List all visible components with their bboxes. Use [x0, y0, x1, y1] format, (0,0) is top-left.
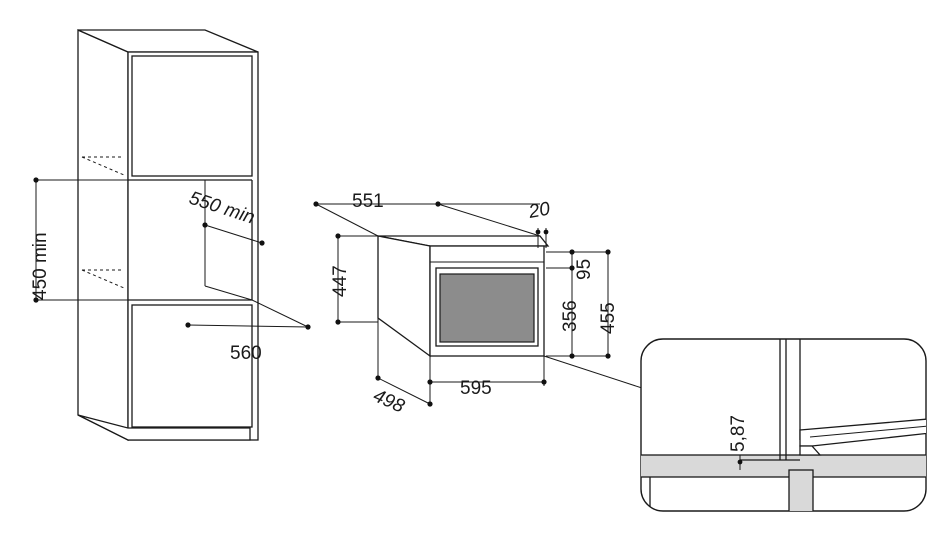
oven-window [439, 273, 535, 343]
dim-dot [535, 229, 541, 235]
label-total-height: 455 [598, 302, 619, 334]
dim-dot [605, 249, 611, 255]
detail-callout: 5,87 [640, 338, 927, 512]
label-niche-height: 450 min [30, 232, 51, 300]
detail-leader [543, 355, 643, 389]
dim-dot [427, 401, 433, 407]
dim-oven-height: 447 [330, 233, 378, 325]
cabinet-column [77, 29, 259, 442]
label-niche-width: 560 [230, 343, 262, 364]
dim-oven-width: 595 [427, 356, 547, 404]
dim-niche-width: 560 [185, 299, 311, 364]
dim-dot [185, 322, 191, 328]
dim-dot [541, 379, 547, 385]
dim-front-offset: 20 [526, 198, 552, 248]
label-window-height: 356 [560, 300, 581, 332]
dim-dot [33, 177, 39, 183]
dim-niche-height: 450 min [30, 177, 128, 303]
dim-dot [427, 379, 433, 385]
dim-dot [335, 319, 341, 325]
dim-dot [737, 459, 743, 465]
dim-dot [259, 240, 265, 246]
label-oven-width: 595 [460, 378, 492, 399]
label-oven-height: 447 [330, 265, 351, 297]
dim-dot [569, 265, 575, 271]
label-detail-gap: 5,87 [728, 415, 749, 452]
label-top-offset: 95 [574, 259, 595, 280]
dim-dot [569, 249, 575, 255]
label-front-offset: 20 [526, 198, 552, 223]
oven-unit [377, 235, 550, 358]
dim-dot [335, 233, 341, 239]
dim-dot [435, 201, 441, 207]
label-oven-depth-top: 551 [352, 191, 384, 212]
dim-dot [313, 201, 319, 207]
dim-dot [202, 222, 208, 228]
dim-right-stack: 95 356 455 [546, 249, 619, 359]
dim-dot [33, 297, 39, 303]
dim-dot [543, 229, 549, 235]
dim-oven-depth-top: 551 [313, 191, 541, 237]
dim-dot [569, 353, 575, 359]
dim-dot [305, 324, 311, 330]
dim-dot [375, 375, 381, 381]
dim-dot [605, 353, 611, 359]
